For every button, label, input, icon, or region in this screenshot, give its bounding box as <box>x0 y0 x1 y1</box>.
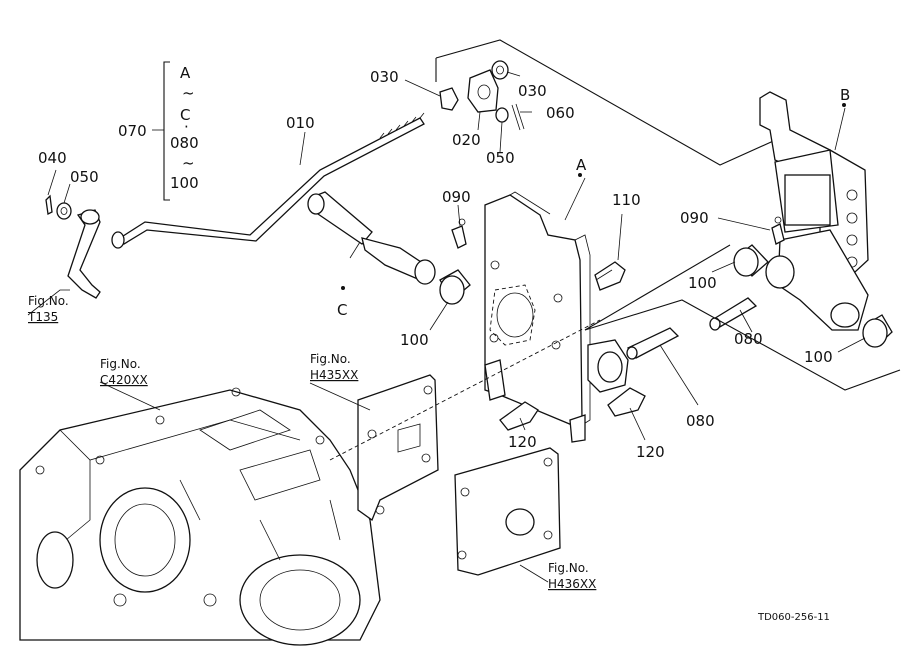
callout-060: 060 <box>546 104 575 122</box>
fig-ref-h435-code: H435XX <box>310 368 358 382</box>
callout-050-left: 050 <box>70 168 99 186</box>
clevis-020 <box>467 69 499 113</box>
bracket-070-top: A <box>180 64 191 82</box>
callout-080-upper: 080 <box>734 330 763 348</box>
bracket-070-mid: C <box>180 106 190 124</box>
bushing-100-c <box>439 269 471 305</box>
fig-ref-t135-code: T135 <box>27 310 58 324</box>
callout-090-right: 090 <box>680 209 709 227</box>
nut-030-left <box>439 87 459 111</box>
callout-030-left: 030 <box>370 68 399 86</box>
callout-010: 010 <box>286 114 315 132</box>
ref-b-label: B <box>840 86 850 104</box>
transmission-housing <box>19 387 381 646</box>
fig-ref-h436-head: Fig.No. <box>548 561 589 575</box>
ref-dot-a <box>578 173 582 177</box>
bracket-070-100: 100 <box>170 174 199 192</box>
bushing-100-upper-right <box>733 244 769 277</box>
sleeve-c <box>307 191 436 285</box>
bolt-110 <box>594 261 626 291</box>
pin-060 <box>511 103 525 131</box>
callout-100-c: 100 <box>400 331 429 349</box>
bracket-b <box>759 91 869 331</box>
grease-fitting-090-left <box>451 218 467 249</box>
bracket-070-080: 080 <box>170 134 199 152</box>
fig-ref-h435-head: Fig.No. <box>310 352 351 366</box>
ref-a-label: A <box>576 156 587 174</box>
bracket-070-tilde2: ~ <box>182 154 195 172</box>
pin-040 <box>45 194 53 215</box>
pin-080-upper <box>709 297 758 331</box>
plate-boss <box>587 339 629 393</box>
fig-ref-t135-head: Fig.No. <box>28 294 69 308</box>
ref-dot-b <box>842 103 846 107</box>
callout-020: 020 <box>452 131 481 149</box>
ref-dot-c <box>341 286 345 290</box>
drawing-id: TD060-256-11 <box>757 612 830 623</box>
callout-110: 110 <box>612 191 641 209</box>
fig-ref-h436-code: H436XX <box>548 577 596 591</box>
callout-050-top: 050 <box>486 149 515 167</box>
callout-040: 040 <box>38 149 67 167</box>
callout-100-right-upper: 100 <box>688 274 717 292</box>
bolt-120-right <box>607 387 646 417</box>
fig-ref-c420-code: C420XX <box>100 373 148 387</box>
callout-120-left: 120 <box>508 433 537 451</box>
fig-ref-c420-head: Fig.No. <box>100 357 141 371</box>
bracket-070 <box>163 61 170 201</box>
plate-a <box>484 191 591 443</box>
callout-100-right-lower: 100 <box>804 348 833 366</box>
plate-h435 <box>357 374 439 522</box>
washer-050-left <box>56 202 72 220</box>
callout-070: 070 <box>118 122 147 140</box>
callout-090-left: 090 <box>442 188 471 206</box>
plate-h436 <box>454 447 561 576</box>
leader-lines <box>27 71 866 583</box>
bracket-070-tilde1: ~ <box>182 84 195 102</box>
nut-030-right <box>491 60 509 80</box>
pin-080-lower <box>626 327 680 360</box>
rod-010 <box>111 112 425 249</box>
callout-120-right: 120 <box>636 443 665 461</box>
ref-c-label: C <box>337 301 347 319</box>
washer-050-top <box>495 107 509 123</box>
grease-fitting-090-right <box>771 216 785 245</box>
lever-arm <box>67 209 101 299</box>
callout-080-lower: 080 <box>686 412 715 430</box>
assembly-line-top <box>435 39 781 166</box>
bushing-100-lower-right <box>862 314 893 348</box>
bolt-120-left <box>499 401 539 431</box>
callout-030-right: 030 <box>518 82 547 100</box>
bracket-070-dot: · <box>184 118 189 136</box>
